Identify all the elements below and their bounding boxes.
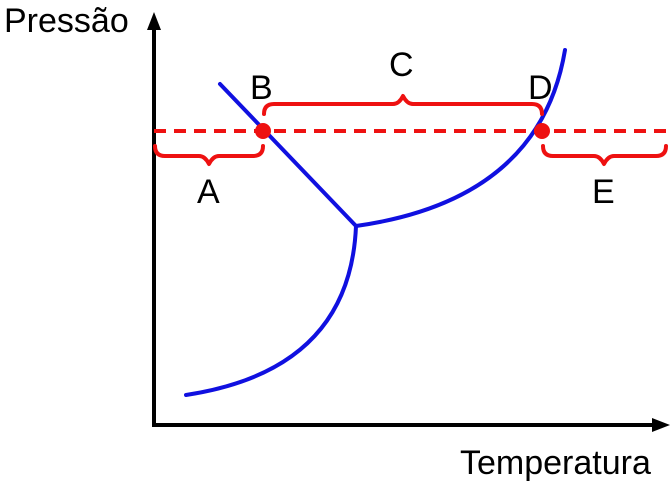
brace-a: [153, 144, 265, 166]
label-b: B: [250, 69, 273, 107]
braces: [153, 94, 668, 166]
fusion-curve: [218, 82, 358, 228]
x-axis-arrow: [652, 418, 670, 432]
phase-boundaries: [184, 48, 567, 397]
x-axis-label: Temperatura: [460, 444, 651, 482]
label-e: E: [592, 173, 615, 211]
sublimation-curve: [184, 224, 358, 397]
point-d: [534, 123, 550, 139]
point-b: [255, 123, 271, 139]
vaporization-curve: [354, 48, 567, 228]
label-c: C: [389, 46, 414, 84]
axes: [147, 12, 670, 432]
y-axis-arrow: [147, 12, 161, 30]
y-axis-label: Pressão: [4, 2, 129, 40]
brace-c: [262, 94, 544, 116]
label-d: D: [528, 69, 553, 107]
brace-e: [541, 144, 668, 166]
label-a: A: [197, 173, 220, 211]
